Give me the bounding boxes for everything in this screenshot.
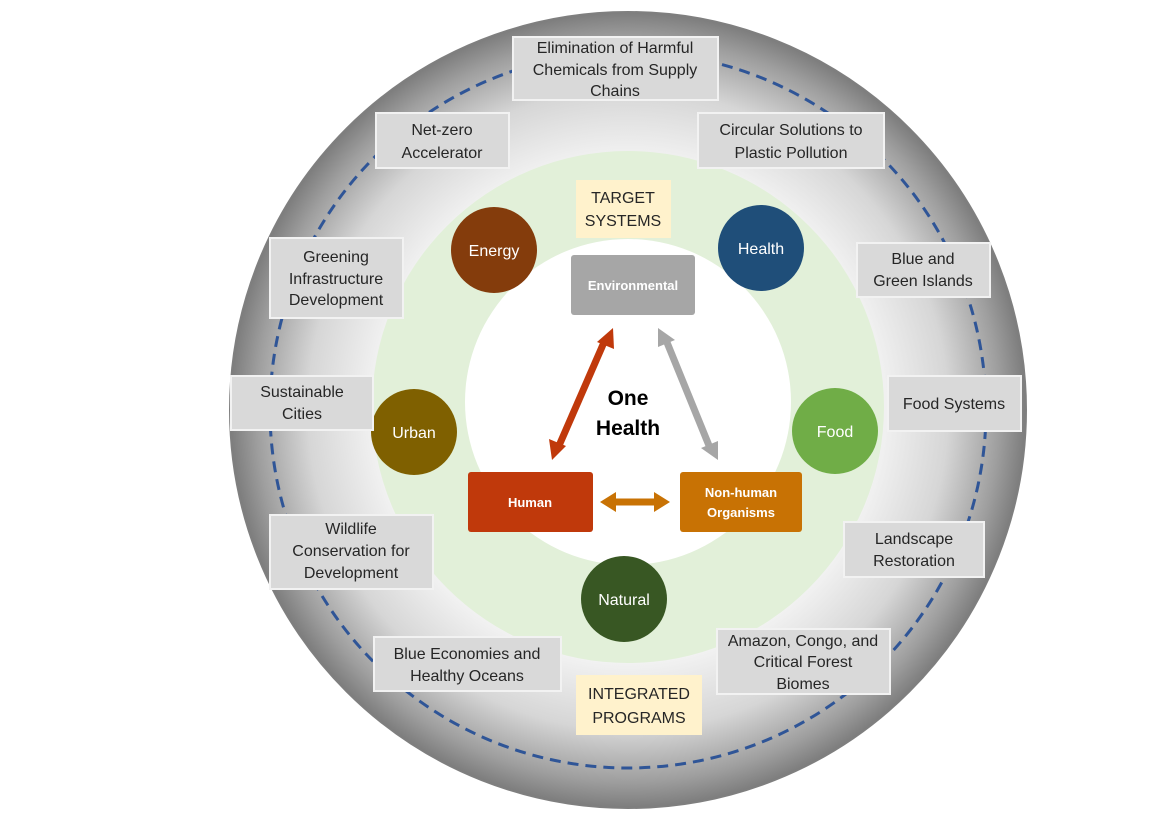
arrow-human-nonhuman	[600, 492, 670, 512]
program-plastic-pollution-line-2: Plastic Pollution	[735, 145, 848, 162]
program-greening-infrastructure-box	[269, 237, 404, 319]
system-natural-label: Natural	[598, 592, 650, 609]
program-critical-forests-box	[716, 628, 891, 695]
target-systems-tag: TARGET SYSTEMS	[576, 180, 671, 238]
program-wildlife-conservation-box	[269, 514, 434, 590]
integrated-programs-tag-box	[576, 675, 702, 735]
system-energy-label: Energy	[469, 243, 520, 260]
system-natural-circle	[581, 556, 667, 642]
program-critical-forests: Amazon, Congo, and Critical Forest Biome…	[716, 628, 891, 695]
program-greening-infrastructure-line-2: Infrastructure	[289, 271, 383, 288]
node-non-human-organisms: Non-human Organisms	[680, 472, 802, 532]
program-blue-green-islands-line-1: Blue and	[891, 251, 954, 268]
program-harmful-chemicals-box	[512, 36, 719, 101]
program-greening-infrastructure-line-1: Greening	[303, 249, 369, 266]
integrated-programs-tag-line-2: PROGRAMS	[592, 710, 685, 727]
one-health-title: One Health	[596, 387, 660, 440]
program-harmful-chemicals: Elimination of Harmful Chemicals from Su…	[512, 36, 719, 101]
integrated-programs-tag-line-1: INTEGRATED	[588, 686, 690, 703]
program-net-zero-line-1: Net-zero	[411, 122, 472, 139]
program-net-zero-line-2: Accelerator	[402, 145, 484, 162]
program-net-zero: Net-zero Accelerator	[375, 112, 510, 169]
program-net-zero-box	[375, 112, 510, 169]
node-human-box	[468, 472, 593, 532]
node-environmental: Environmental	[571, 255, 695, 315]
node-human-label: Human	[508, 495, 552, 510]
system-health-circle	[718, 205, 804, 291]
program-plastic-pollution-box	[697, 112, 885, 169]
program-food-systems-box	[887, 375, 1022, 432]
program-sustainable-cities-line-2: Cities	[282, 406, 322, 423]
system-food-circle	[792, 388, 878, 474]
system-urban: Urban	[371, 389, 457, 475]
program-harmful-chemicals-line-3: Chains	[590, 83, 640, 100]
program-harmful-chemicals-line-2: Chemicals from Supply	[533, 62, 698, 79]
one-health-title-line-2: Health	[596, 417, 660, 440]
program-wildlife-conservation: Wildlife Conservation for Development	[269, 514, 434, 590]
program-landscape-restoration: Landscape Restoration	[843, 521, 985, 578]
program-greening-infrastructure-line-3: Development	[289, 292, 384, 309]
node-environmental-box	[571, 255, 695, 315]
system-food: Food	[792, 388, 878, 474]
node-non-human-label-line-2: Organisms	[707, 505, 775, 520]
system-energy: Energy	[451, 207, 537, 293]
program-landscape-restoration-line-1: Landscape	[875, 531, 953, 548]
arrow-human-environmental	[549, 328, 614, 460]
program-blue-green-islands-line-2: Green Islands	[873, 273, 973, 290]
program-plastic-pollution: Circular Solutions to Plastic Pollution	[697, 112, 885, 169]
system-health: Health	[718, 205, 804, 291]
system-food-label: Food	[817, 424, 853, 441]
system-energy-circle	[451, 207, 537, 293]
program-food-systems: Food Systems	[887, 375, 1022, 432]
target-systems-tag-box	[576, 180, 671, 238]
program-wildlife-conservation-line-1: Wildlife	[325, 521, 377, 538]
system-health-label: Health	[738, 241, 784, 258]
program-wildlife-conservation-line-2: Conservation for	[292, 543, 410, 560]
one-health-title-line-1: One	[608, 387, 649, 410]
program-critical-forests-line-2: Critical Forest	[754, 654, 853, 671]
system-natural: Natural	[581, 556, 667, 642]
program-sustainable-cities-box	[230, 375, 374, 431]
program-blue-economies: Blue Economies and Healthy Oceans	[373, 636, 562, 692]
program-food-systems-line-1: Food Systems	[903, 396, 1005, 413]
node-environmental-label: Environmental	[588, 278, 678, 293]
node-non-human-box	[680, 472, 802, 532]
program-sustainable-cities-line-1: Sustainable	[260, 384, 344, 401]
program-harmful-chemicals-line-1: Elimination of Harmful	[537, 40, 694, 57]
system-urban-label: Urban	[392, 425, 436, 442]
program-landscape-restoration-box	[843, 521, 985, 578]
program-landscape-restoration-line-2: Restoration	[873, 553, 955, 570]
target-systems-tag-line-2: SYSTEMS	[585, 213, 661, 230]
target-systems-tag-line-1: TARGET	[591, 190, 655, 207]
program-wildlife-conservation-line-3: Development	[304, 565, 399, 582]
program-critical-forests-line-1: Amazon, Congo, and	[728, 633, 878, 650]
program-sustainable-cities: Sustainable Cities	[230, 375, 374, 431]
integrated-programs-tag: INTEGRATED PROGRAMS	[576, 675, 702, 735]
program-plastic-pollution-line-1: Circular Solutions to	[719, 122, 862, 139]
program-blue-green-islands: Blue and Green Islands	[856, 242, 991, 298]
program-blue-economies-line-2: Healthy Oceans	[410, 668, 524, 685]
node-human: Human	[468, 472, 593, 532]
program-greening-infrastructure: Greening Infrastructure Development	[269, 237, 404, 319]
system-urban-circle	[371, 389, 457, 475]
program-blue-economies-line-1: Blue Economies and	[394, 646, 541, 663]
arrow-environmental-nonhuman	[658, 328, 718, 460]
program-critical-forests-line-3: Biomes	[776, 676, 829, 693]
program-blue-green-islands-box	[856, 242, 991, 298]
program-blue-economies-box	[373, 636, 562, 692]
node-non-human-label-line-1: Non-human	[705, 485, 777, 500]
